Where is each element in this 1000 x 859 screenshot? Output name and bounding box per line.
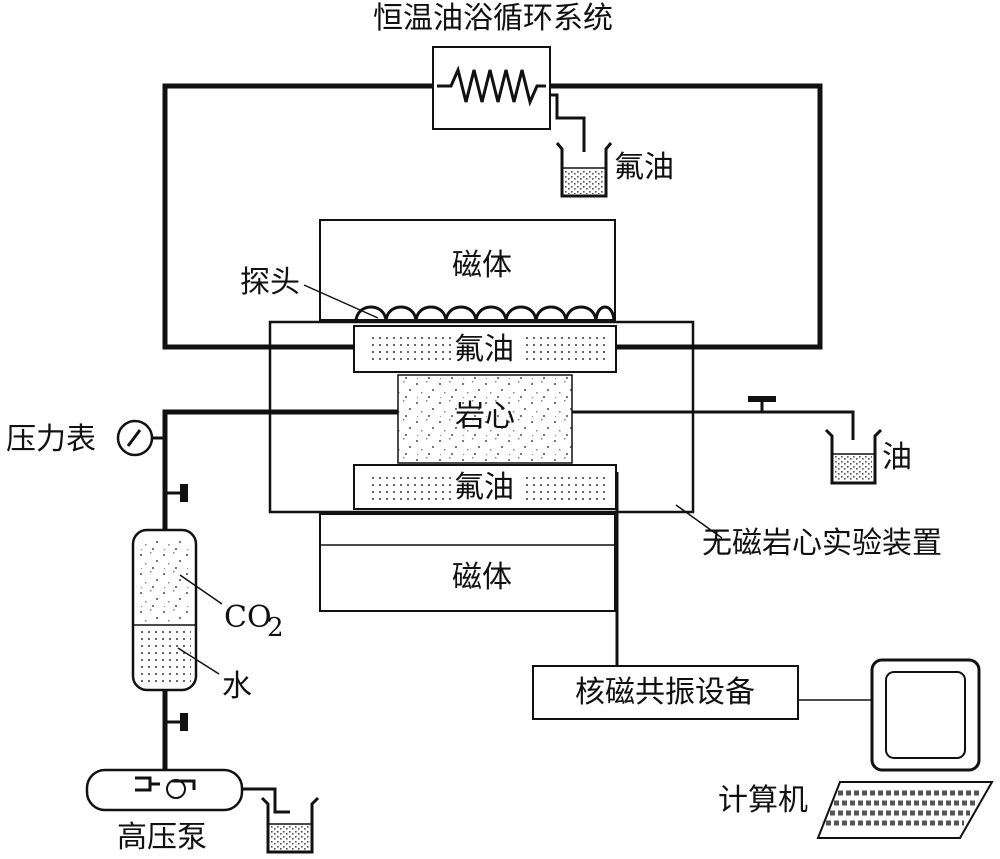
inlet-valve-icon[interactable] [165,484,188,502]
magnet-bottom-label: 磁体 [452,560,512,595]
nmr-equipment-box [532,665,799,720]
fluorine-oil-beaker-label: 氟油 [614,150,674,185]
probe-coil-top [354,305,616,323]
high-pressure-pump [85,768,244,812]
circulation-line-right [550,83,823,350]
monitor-icon [870,658,981,772]
water-label: 水 [222,669,252,704]
magnet-bottom [319,513,616,612]
outlet-valve-icon[interactable] [748,396,776,412]
co2-subscript: 2 [267,613,284,643]
probe-label: 探头 [240,265,300,300]
bath-system-label: 恒温油浴循环系统 [373,1,613,36]
pump-supply-line [242,787,290,814]
fluorine-oil-upper-label: 氟油 [454,332,514,367]
circulation-line-left [162,83,433,350]
co2-fill [138,538,191,622]
magnet-top-label: 磁体 [452,248,512,283]
water-fill [138,630,191,684]
pressure-gauge-label: 压力表 [6,422,96,457]
oil-beaker [824,428,883,485]
co2-label: CO [224,600,272,635]
computer-label: 计算机 [718,783,808,818]
oil-label: 油 [882,440,912,475]
water-pointer [177,647,220,675]
fluorine-oil-upper-fill-right [526,335,606,363]
bath-drain-line [550,93,586,152]
fluorine-oil-lower-label: 氟油 [454,470,514,505]
co2-pointer [179,574,223,605]
pump-label: 高压泵 [117,820,207,855]
magnet-top [319,219,616,321]
nonmagnetic-apparatus-frame [268,320,695,514]
pump-supply-beaker [260,796,320,854]
fluorine-oil-lower-fill-right [526,473,606,501]
heating-coil-icon [437,65,546,107]
pump-icon [135,776,196,799]
keyboard-icon [816,781,994,839]
apparatus-label: 无磁岩心实验装置 [702,526,942,561]
apparatus-pointer [675,504,723,539]
nmr-equipment-label: 核磁共振设备 [575,675,755,710]
fluorine-oil-beaker-top [555,142,613,198]
inlet-line-top [162,409,398,530]
core-label: 岩心 [455,399,515,434]
bath-heater-box [432,46,551,130]
pump-valve-icon[interactable] [165,713,188,731]
probe-pointer [303,284,379,319]
fluorine-oil-lower-fill-left [372,473,452,501]
rock-core [397,374,573,464]
fluorine-oil-upper-fill-left [372,335,452,363]
outlet-line [572,410,855,440]
